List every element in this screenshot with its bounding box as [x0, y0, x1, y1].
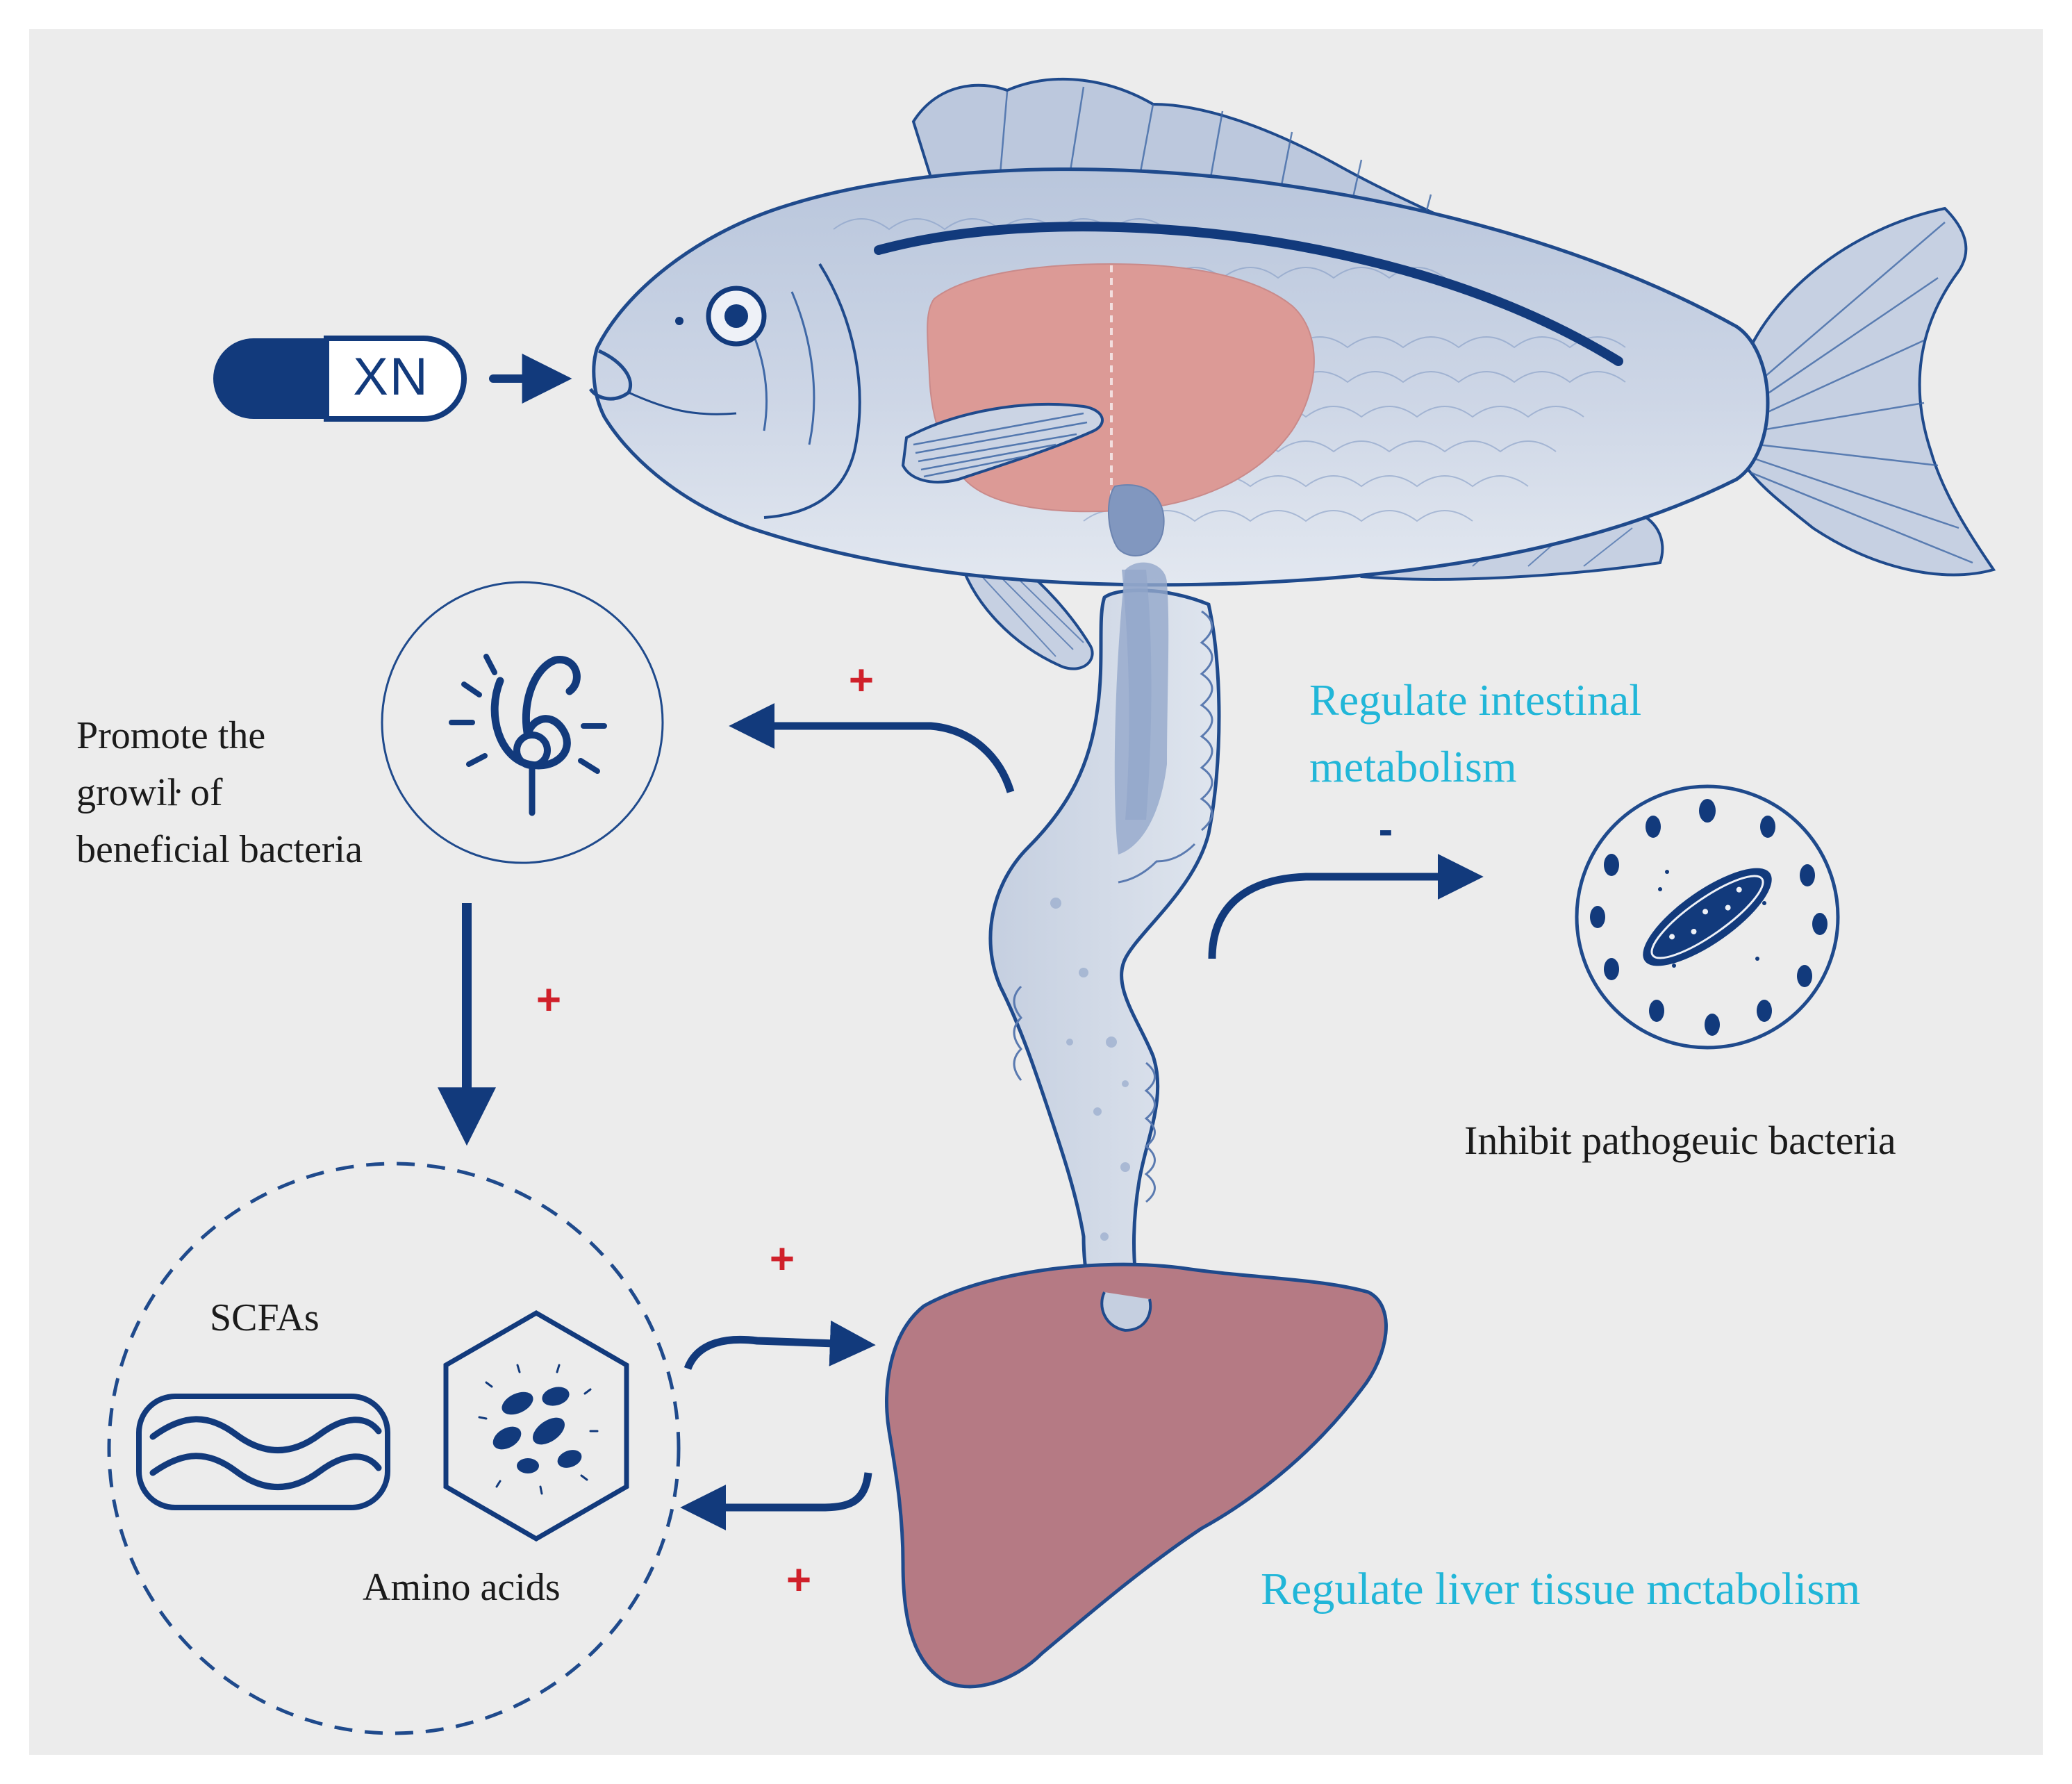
label-promote-beneficial: Promote the growiŀ of beneficial bacteri… [76, 714, 363, 871]
label-inhibit-pathogenic: Inhibit pathogeuic bacteria [1464, 1118, 1896, 1163]
xn-capsule-label: XN [353, 347, 429, 406]
sign-to-beneficial: + [849, 656, 874, 704]
fish-gill-cover [763, 263, 861, 519]
beneficial-bacteria-icon [381, 581, 664, 864]
intestine-to-pathogenic-arrow [1208, 854, 1484, 959]
amino-acids-icon [443, 1310, 629, 1542]
scfas-icon [136, 1394, 390, 1510]
intestine-illustration [988, 562, 1221, 1331]
intestine-to-beneficial-arrow [729, 703, 1015, 793]
liver-organ [885, 1262, 1388, 1689]
liver-to-metabolites-arrow [680, 1472, 872, 1530]
liver-shape [885, 1262, 1388, 1689]
xn-capsule[interactable] [213, 336, 467, 422]
sign-metabolites-to-liver: + [770, 1235, 795, 1283]
fish-tail-fin [1734, 206, 1996, 577]
intestine-tube [988, 588, 1221, 1331]
metabolites-group [107, 1162, 681, 1735]
sign-liver-to-metabolites: + [786, 1556, 811, 1604]
label-regulate-intestinal: Regulate intestinal metabolism [1309, 675, 1642, 791]
fish-pectoral-fin [901, 403, 1104, 484]
label-amino-acids: Amino acids [363, 1566, 561, 1609]
label-regulate-liver: Regulate liver tissue mctabolism [1261, 1564, 1861, 1614]
fish-pelvic-fin [956, 554, 1094, 670]
metabolites-to-liver-arrow [683, 1320, 876, 1371]
fish-lateral-line [874, 222, 1623, 366]
label-scfas: SCFAs [210, 1296, 320, 1339]
pathogenic-bacteria-icon [1575, 784, 1840, 1050]
fish-illustration [588, 77, 1996, 670]
sign-beneficial-to-metabolites: + [536, 976, 561, 1024]
sign-to-pathogenic: - [1379, 806, 1393, 854]
